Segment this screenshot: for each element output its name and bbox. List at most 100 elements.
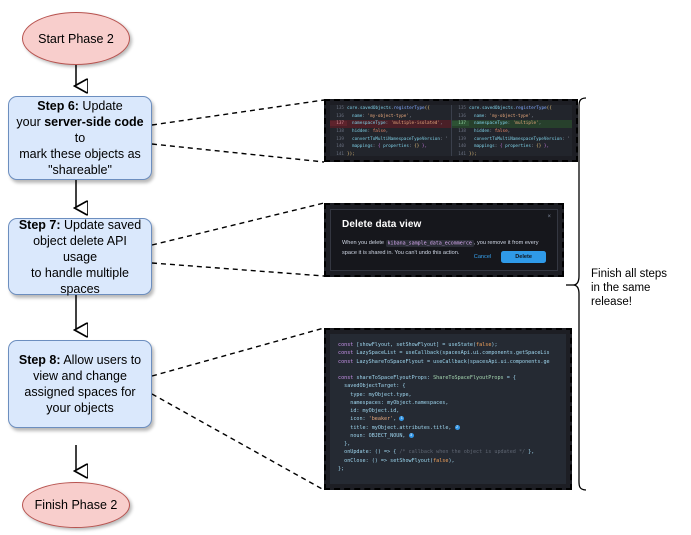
- brace-note: Finish all steps in the same release!: [591, 267, 667, 309]
- node-start-label: Start Phase 2: [38, 31, 114, 46]
- delete-modal: × Delete data view When you delete kiban…: [330, 209, 558, 271]
- diff-line-number: 135: [336, 106, 344, 112]
- step8-line4: your objects: [46, 401, 114, 415]
- diff-line: 137 namespaceType: 'multiple-isolated',: [330, 120, 451, 128]
- close-icon[interactable]: ×: [547, 214, 551, 220]
- node-start[interactable]: Start Phase 2: [22, 12, 130, 65]
- diff-line-number: 140: [458, 144, 466, 150]
- cancel-button[interactable]: Cancel: [473, 254, 492, 260]
- diff-line-code: mappings: { properties: {} },: [352, 144, 428, 150]
- code-line: const [showFlyout, setShowFlyout] = useS…: [338, 342, 498, 348]
- diff-line-number: 139: [458, 136, 466, 142]
- diff-line-code: });: [469, 151, 477, 156]
- delete-button[interactable]: Delete: [501, 251, 546, 263]
- step7-line1-rest: Update saved: [60, 217, 142, 232]
- node-step-7-text: Step 7: Update saved object delete API u…: [15, 217, 145, 297]
- step6-line2-bold: server-side code: [44, 115, 144, 129]
- callout-lines-step8: [151, 327, 325, 491]
- code-line: };: [338, 465, 345, 472]
- diff-line-code: core.savedObjects.registerType({: [469, 106, 552, 112]
- step6-line1-rest: Update: [78, 99, 123, 113]
- step8-line1-rest: Allow users to: [60, 353, 142, 367]
- node-step-6[interactable]: Step 6: Update your server-side code to …: [8, 96, 152, 180]
- modal-body: When you delete kibana_sample_data_ecomm…: [342, 239, 546, 258]
- diff-line-code: core.savedObjects.registerType({: [347, 106, 430, 112]
- modal-body-after: , you remove it from every space it is s…: [342, 240, 539, 256]
- callout-lines-step7: [151, 202, 325, 277]
- step8-line2: view and change: [33, 369, 127, 383]
- diff-line-number: 139: [336, 136, 344, 142]
- diff-line: 140 mappings: { properties: {} },: [330, 143, 451, 151]
- diff-line-number: 136: [336, 113, 344, 119]
- diff-line-code: });: [347, 151, 355, 156]
- code-viewport: const [showFlyout, setShowFlyout] = useS…: [330, 334, 566, 484]
- diff-line-code: namespaceType: 'multiple-isolated',: [352, 121, 443, 127]
- step8-line3: assigned spaces for: [24, 385, 136, 399]
- diff-line-number: 138: [458, 129, 466, 135]
- diff-line-code: hidden: false,: [352, 129, 389, 135]
- code-line: savedObjectTarget: {: [338, 383, 406, 390]
- code-line: const LazyShareToSpaceFlyout = useCallba…: [338, 358, 550, 365]
- code-line: },: [338, 441, 351, 447]
- code-line: onClose: () => setShowFlyout(false),: [338, 457, 455, 464]
- diff-line-number: 138: [336, 129, 344, 135]
- code-line: type: myObject.type,: [338, 391, 412, 398]
- node-step-7[interactable]: Step 7: Update saved object delete API u…: [8, 217, 152, 297]
- code-line: [338, 366, 558, 374]
- diff-line-number: 135: [458, 106, 466, 112]
- node-finish-label: Finish Phase 2: [34, 498, 118, 512]
- flyout-code: const [showFlyout, setShowFlyout] = useS…: [330, 334, 566, 480]
- screenshot-delete-data-view[interactable]: × Delete data view When you delete kiban…: [324, 203, 564, 277]
- node-step-8-text: Step 8: Allow users to view and change a…: [19, 352, 141, 416]
- diff-line-number: 137: [330, 121, 347, 127]
- step7-line3: to handle multiple spaces: [31, 265, 129, 296]
- diff-line: 138 hidden: false,: [330, 128, 451, 136]
- code-line: id: myObject.id,: [338, 408, 400, 414]
- diff-line-code: name: 'my-object-type',: [352, 113, 412, 119]
- diff-line-code: convertToMultiNamespaceTypeVersion: ': [352, 136, 448, 142]
- diff-line-code: name: 'my-object-type',: [474, 113, 534, 119]
- node-step-8[interactable]: Step 8: Allow users to view and change a…: [8, 340, 152, 428]
- code-line: noun: OBJECT_NOUN, 3: [338, 432, 414, 439]
- diff-line-code: mappings: { properties: {} },: [474, 144, 550, 150]
- code-line: const shareToSpaceFlyoutProps: ShareToSp…: [338, 375, 516, 381]
- brace-note-line1: Finish all steps: [591, 268, 668, 280]
- modal-actions: Cancel Delete: [474, 251, 546, 263]
- code-line: onUpdate: () => { /* callback when the o…: [338, 449, 535, 456]
- diff-line: 139 convertToMultiNamespaceTypeVersion: ': [452, 135, 572, 143]
- diff-line-number: 141: [336, 151, 344, 156]
- node-step-6-text: Step 6: Update your server-side code to …: [15, 98, 145, 178]
- diff-line: 141});: [330, 151, 451, 156]
- diff-line-number: 141: [458, 151, 466, 156]
- node-finish[interactable]: Finish Phase 2: [22, 482, 130, 528]
- callout-lines-step6: [151, 99, 325, 163]
- step8-prefix: Step 8:: [18, 353, 61, 367]
- step7-prefix: Step 7:: [18, 217, 61, 232]
- modal-title: Delete data view: [342, 219, 422, 230]
- brace-note-line2: in the same: [591, 282, 651, 295]
- modal-body-before: When you delete: [342, 240, 386, 246]
- screenshot-share-to-space-code[interactable]: const [showFlyout, setShowFlyout] = useS…: [324, 328, 572, 490]
- diff-line-code: namespaceType: 'multiple',: [474, 121, 542, 127]
- step6-line4: "shareable": [48, 163, 112, 177]
- diff-line-number: 137: [452, 121, 469, 127]
- diff-line: 137 namespaceType: 'multiple',: [452, 120, 572, 128]
- code-line: title: myObject.attributes.title, 2: [338, 424, 460, 431]
- diff-line-number: 140: [336, 144, 344, 150]
- diff-line-code: convertToMultiNamespaceTypeVersion: ': [474, 136, 570, 142]
- code-line: icon: 'beaker', 1: [338, 416, 405, 423]
- step7-line2: object delete API usage: [33, 233, 127, 264]
- step6-line3: mark these objects as: [19, 147, 141, 161]
- code-line: const LazySpaceList = useCallback(spaces…: [338, 350, 550, 357]
- step6-line2-a: your: [16, 115, 45, 129]
- code-line: namespaces: myObject.namespaces,: [338, 399, 449, 406]
